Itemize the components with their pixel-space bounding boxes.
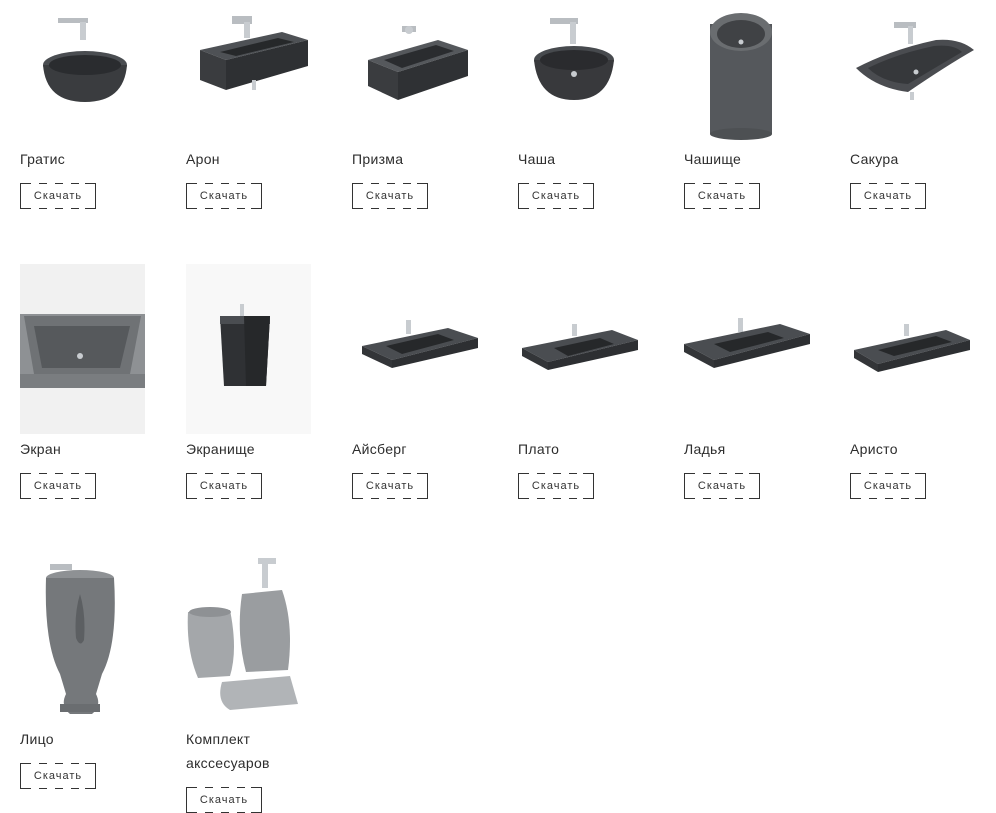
pedestal-sink-icon[interactable]	[186, 264, 311, 434]
product-title: Аристо	[850, 441, 898, 457]
product-title: Лицо	[20, 731, 54, 747]
download-button[interactable]: Скачать	[20, 473, 96, 499]
countertop-sink-icon[interactable]	[850, 264, 990, 434]
download-button[interactable]: Скачать	[20, 763, 96, 789]
cylinder-pedestal-sink-icon[interactable]	[684, 10, 824, 140]
large-rectangular-sink-icon[interactable]	[20, 264, 145, 434]
download-button[interactable]: Скачать	[684, 183, 760, 209]
product-title: Экранище	[186, 441, 255, 457]
product-title: Айсберг	[352, 441, 407, 457]
bowl-sink-icon[interactable]	[518, 10, 658, 140]
round-vessel-sink-icon[interactable]	[20, 10, 160, 140]
download-button[interactable]: Скачать	[850, 473, 926, 499]
countertop-sink-icon[interactable]	[518, 264, 658, 434]
download-button[interactable]: Скачать	[20, 183, 96, 209]
download-button[interactable]: Скачать	[186, 473, 262, 499]
download-button[interactable]: Скачать	[684, 473, 760, 499]
rectangular-vessel-sink-icon[interactable]	[352, 10, 492, 140]
download-button[interactable]: Скачать	[518, 183, 594, 209]
product-title: Арон	[186, 151, 220, 167]
face-pedestal-sink-icon[interactable]	[20, 554, 140, 724]
product-grid: Гратис Скачать Арон Скачать	[20, 10, 990, 813]
countertop-sink-icon[interactable]	[684, 264, 824, 434]
download-button[interactable]: Скачать	[186, 787, 262, 813]
curved-sink-icon[interactable]	[850, 10, 990, 140]
product-title: Ладья	[684, 441, 726, 457]
countertop-sink-icon[interactable]	[352, 264, 492, 434]
product-title: Экран	[20, 441, 61, 457]
product-title: Гратис	[20, 151, 66, 167]
product-title: Чаша	[518, 151, 556, 167]
download-button[interactable]: Скачать	[186, 183, 262, 209]
accessories-set-icon[interactable]	[186, 554, 316, 724]
download-button[interactable]: Скачать	[352, 183, 428, 209]
download-button[interactable]: Скачать	[352, 473, 428, 499]
download-button[interactable]: Скачать	[850, 183, 926, 209]
product-title: Комплект акссесуаров	[186, 731, 270, 771]
rectangular-wall-sink-icon[interactable]	[186, 10, 326, 140]
product-title: Чашище	[684, 151, 742, 167]
product-title: Сакура	[850, 151, 899, 167]
product-title: Призма	[352, 151, 404, 167]
download-button[interactable]: Скачать	[518, 473, 594, 499]
product-title: Плато	[518, 441, 560, 457]
